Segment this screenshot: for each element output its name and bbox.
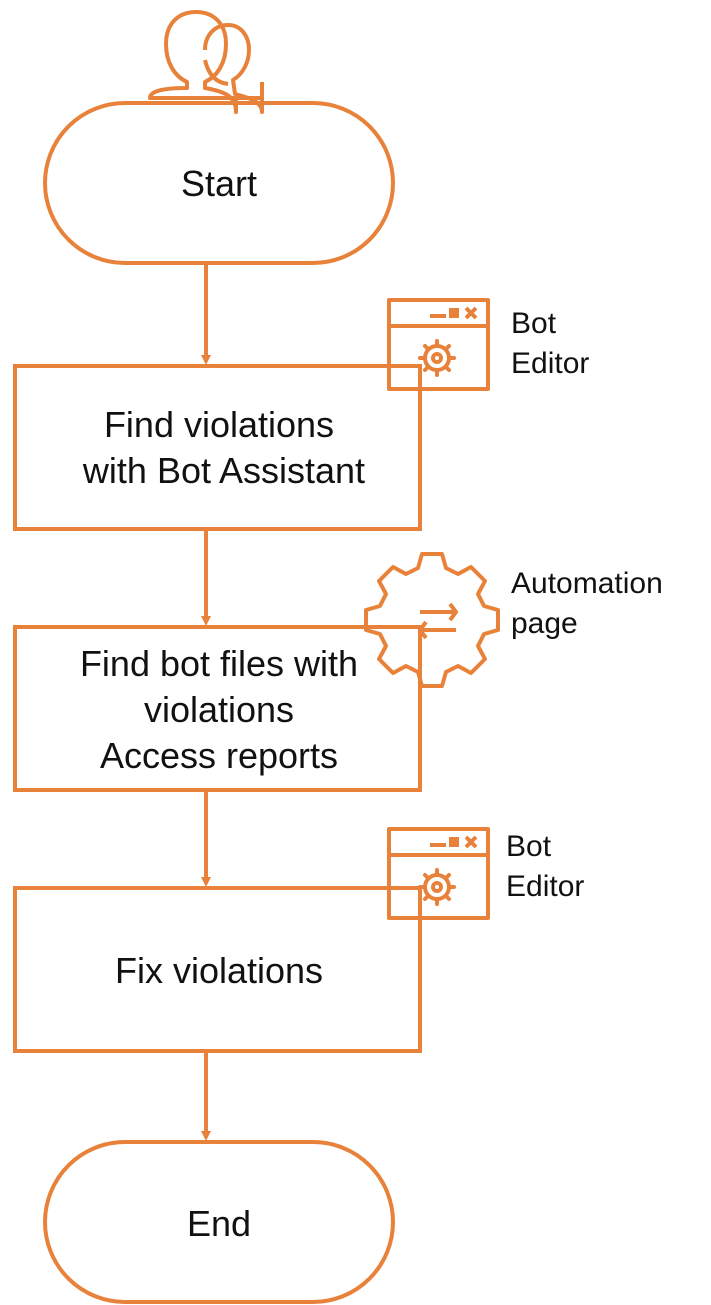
start-label: Start bbox=[181, 163, 257, 204]
step-find-bot-files bbox=[13, 625, 422, 792]
side-label-editor-2: Editor bbox=[506, 870, 584, 903]
step-fix-violations bbox=[13, 886, 422, 1053]
step2-line1: Find bot files with bbox=[80, 643, 358, 684]
step1-line1: Find violations bbox=[104, 404, 334, 445]
step-find-violations bbox=[13, 364, 422, 531]
step2-line2: violations bbox=[144, 689, 294, 730]
users-icon bbox=[148, 10, 264, 114]
automation-gear-icon bbox=[364, 552, 500, 688]
side-label-editor: Editor bbox=[511, 347, 589, 380]
start-terminal bbox=[43, 101, 395, 265]
side-label-page: page bbox=[511, 607, 578, 640]
side-label-bot: Bot bbox=[511, 307, 557, 340]
side-label-automation: Automation bbox=[511, 567, 663, 600]
step3-label: Fix violations bbox=[115, 950, 323, 991]
bot-editor-icon bbox=[387, 298, 490, 391]
step2-line3: Access reports bbox=[100, 735, 338, 776]
end-label: End bbox=[187, 1203, 251, 1244]
side-label-bot-2: Bot bbox=[506, 830, 552, 863]
end-terminal bbox=[43, 1140, 395, 1304]
bot-editor-icon bbox=[387, 827, 490, 920]
step1-line2: with Bot Assistant bbox=[82, 450, 365, 491]
